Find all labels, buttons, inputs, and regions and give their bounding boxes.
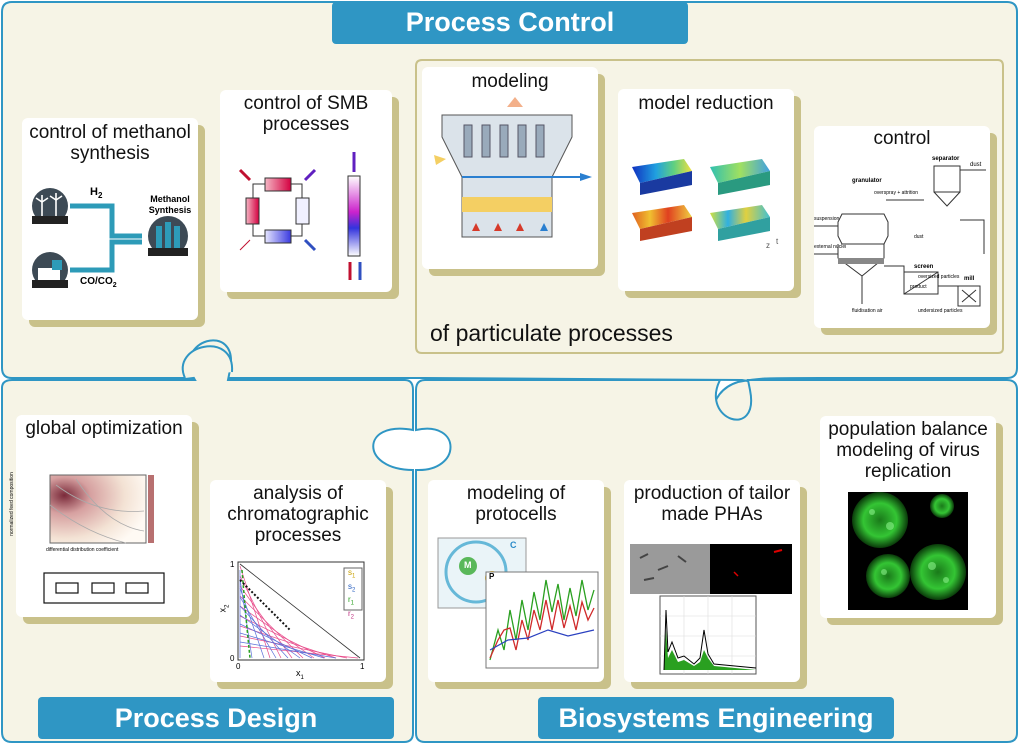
opt-xlabel: differential distribution coefficient bbox=[46, 547, 119, 553]
undersized-label: undersized particles bbox=[918, 308, 963, 314]
mill-label: mill bbox=[964, 276, 975, 282]
characteristic-line bbox=[239, 578, 253, 659]
external-nuclei-label: external nuclei bbox=[814, 244, 847, 250]
chrom-legend: s1 s2 r1 r2 bbox=[348, 568, 355, 622]
chromatographic-card-title: analysis of chromatographic processes bbox=[227, 483, 369, 546]
legend-r2: r2 bbox=[348, 608, 355, 621]
process-control-banner: Process Control bbox=[332, 2, 688, 44]
fluidisation-air-label: fluidisation air bbox=[852, 308, 883, 314]
process-design-banner: Process Design bbox=[38, 697, 394, 739]
particulate-frame bbox=[415, 59, 1004, 354]
optimization-contour-plot bbox=[43, 474, 165, 604]
opt-ylabel: normalized feed composition bbox=[8, 472, 15, 536]
chromatographic-chart bbox=[237, 561, 365, 661]
characteristic-line bbox=[239, 623, 313, 659]
chrom-xlabel: x1 bbox=[296, 668, 304, 681]
axis-z-label: z bbox=[766, 241, 770, 250]
fluidized-bed-diagram bbox=[434, 97, 592, 238]
chromatographic-card: analysis of chromatographic processes 1 … bbox=[210, 480, 386, 682]
protocell-c-label: C bbox=[510, 540, 517, 550]
particulate-label: of particulate processes bbox=[430, 320, 673, 346]
legend-s2: s2 bbox=[348, 581, 356, 594]
wind-turbine-icon bbox=[32, 188, 68, 224]
model-reduction-card-title: model reduction bbox=[638, 93, 774, 114]
protocell-p-label: P bbox=[489, 572, 495, 581]
control-card: control separator dust granulator oversp… bbox=[814, 126, 990, 328]
pha-card: production of tailor made PHAs bbox=[624, 480, 800, 682]
h2-label: H2 bbox=[90, 186, 103, 201]
axis-t-label: t bbox=[776, 237, 779, 246]
model-reduction-card: model reduction z t bbox=[618, 89, 794, 291]
characteristic-line bbox=[239, 614, 301, 659]
characteristic-line bbox=[239, 595, 304, 659]
control-card-title: control bbox=[873, 128, 931, 149]
smb-card: control of SMB processes bbox=[220, 90, 392, 292]
biosystems-banner: Biosystems Engineering bbox=[538, 697, 894, 739]
separator-label: separator bbox=[932, 156, 960, 162]
suspension-label: suspension bbox=[814, 216, 840, 222]
characteristic-line bbox=[239, 587, 265, 659]
modeling-card: modeling bbox=[422, 67, 598, 269]
characteristic-line bbox=[239, 635, 348, 659]
granulator-label: granulator bbox=[852, 178, 882, 184]
dust-mid-label: dust bbox=[914, 234, 924, 240]
model-reduction-plots bbox=[632, 159, 770, 241]
virus-microscopy-image bbox=[848, 492, 968, 610]
global-optimization-card: global optimization differential distrib… bbox=[9, 415, 192, 617]
dust-top-label: dust bbox=[970, 162, 982, 168]
global-optimization-card-title: global optimization bbox=[25, 418, 183, 439]
characteristic-line bbox=[239, 641, 337, 659]
chrom-ylabel: x2 bbox=[217, 604, 231, 613]
pha-images bbox=[630, 544, 792, 675]
protocell-diagram bbox=[437, 537, 599, 669]
smb-diagram bbox=[238, 152, 362, 280]
chrom-tick-x1: 1 bbox=[360, 662, 365, 671]
virus-card-title: population balance modeling of virus rep… bbox=[828, 419, 988, 482]
pha-card-title: production of tailor made PHAs bbox=[633, 483, 791, 525]
modeling-card-title: modeling bbox=[471, 71, 549, 92]
chrom-tick-y0: 0 bbox=[230, 654, 235, 663]
protocells-card: modeling of protocells M P C bbox=[428, 480, 604, 682]
product-label: product bbox=[910, 284, 927, 290]
co-label: CO/CO2 bbox=[80, 276, 117, 289]
characteristic-line bbox=[239, 615, 326, 659]
methanol-card-title: control of methanol synthesis bbox=[29, 122, 191, 164]
oversized-label: oversized particles bbox=[918, 274, 960, 280]
legend-s1: s1 bbox=[348, 568, 356, 580]
characteristic-line bbox=[239, 575, 282, 659]
granulator-flowsheet bbox=[814, 165, 986, 307]
characteristic-line bbox=[239, 605, 315, 659]
legend-r1: r1 bbox=[348, 595, 355, 607]
protocell-m-label: M bbox=[464, 560, 472, 570]
chrom-tick-y1: 1 bbox=[230, 560, 235, 569]
characteristic-line bbox=[239, 565, 271, 659]
chrom-tick-x0: 0 bbox=[236, 662, 241, 671]
puzzle-tab-left bbox=[181, 345, 234, 379]
methanol-card: control of methanol synthesis H2 CO/CO2 … bbox=[22, 118, 198, 320]
virus-card: population balance modeling of virus rep… bbox=[820, 416, 996, 618]
protocells-card-title: modeling of protocells bbox=[466, 483, 566, 525]
methanol-diagram bbox=[32, 188, 188, 288]
overspray-label: overspray + attrition bbox=[874, 190, 919, 196]
screen-label: screen bbox=[914, 264, 934, 270]
smb-card-title: control of SMB processes bbox=[243, 93, 369, 135]
